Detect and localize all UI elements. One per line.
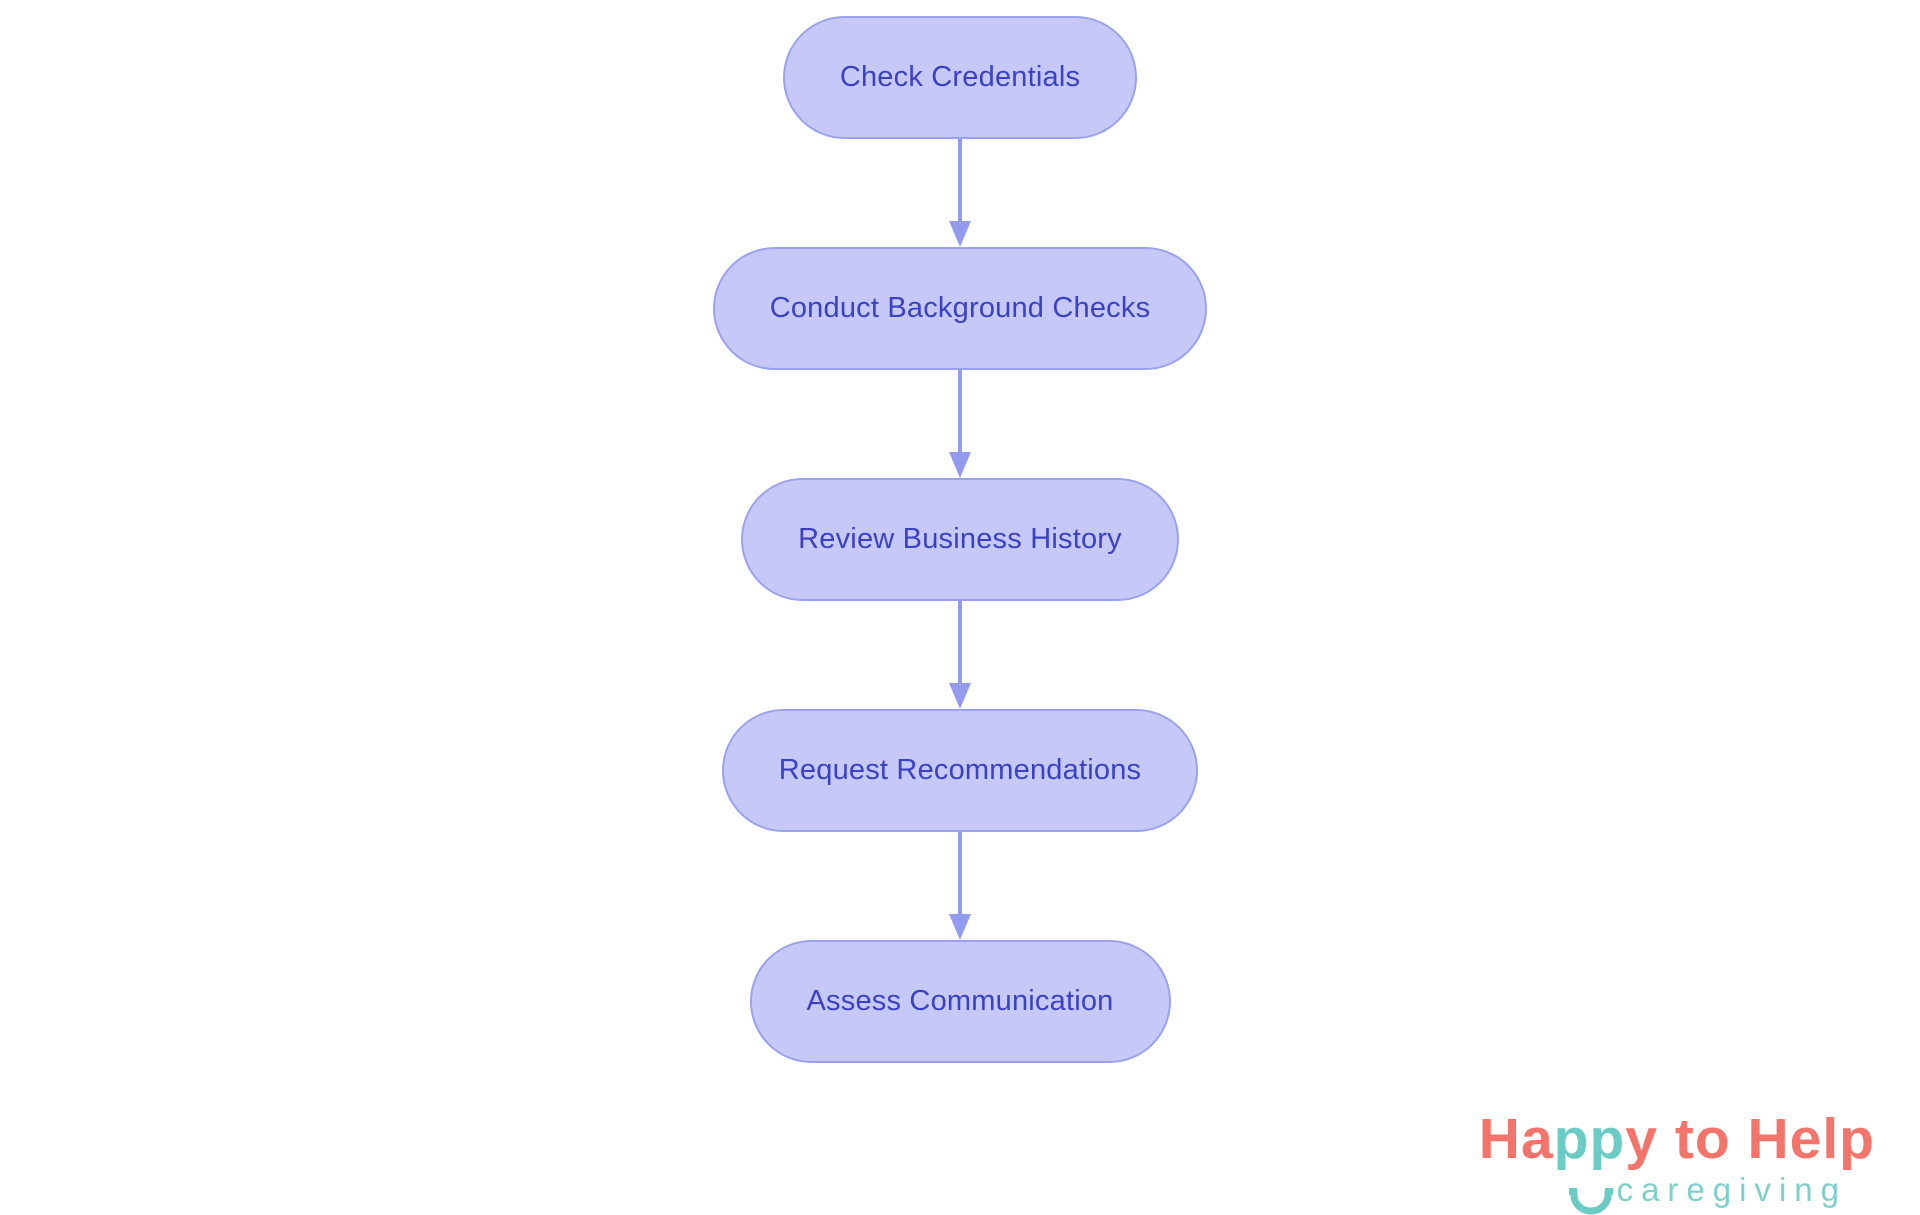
flow-node-label: Check Credentials [839,61,1081,93]
logo-tagline: caregiving [1616,1170,1847,1208]
flow-arrow-1 [948,139,972,247]
arrowhead-down-icon [949,914,971,940]
flow-node-label: Assess Communication [806,985,1114,1017]
flow-arrow-2 [948,370,972,478]
flow-node-check-credentials: Check Credentials [782,16,1138,139]
logo-wordmark: Happy to Help [1478,1107,1875,1215]
arrow-shaft [958,832,962,918]
flow-node-label: Request Recommendations [778,754,1142,786]
arrowhead-down-icon [949,683,971,709]
arrowhead-down-icon [949,221,971,247]
process-flowchart: Check Credentials Conduct Background Che… [0,16,1920,1063]
flow-node-label: Review Business History [798,523,1122,555]
arrow-shaft [958,139,962,225]
arrowhead-down-icon [949,452,971,478]
flow-node-label: Conduct Background Checks [769,292,1151,324]
logo-text-pp: pp [1553,1107,1626,1171]
flow-arrow-3 [948,601,972,709]
flow-node-review-business-history: Review Business History [741,478,1179,601]
logo-text-ha: Ha [1478,1107,1554,1171]
flow-node-assess-communication: Assess Communication [749,940,1171,1063]
flow-arrow-4 [948,832,972,940]
arrow-shaft [958,601,962,687]
happy-to-help-logo: Happy to Help caregiving [1478,1107,1875,1215]
smile-icon [1567,1168,1615,1215]
arrow-shaft [958,370,962,456]
flow-node-request-recommendations: Request Recommendations [721,709,1199,832]
logo-text-rest: y to Help [1625,1107,1875,1171]
flow-node-conduct-background-checks: Conduct Background Checks [712,247,1208,370]
